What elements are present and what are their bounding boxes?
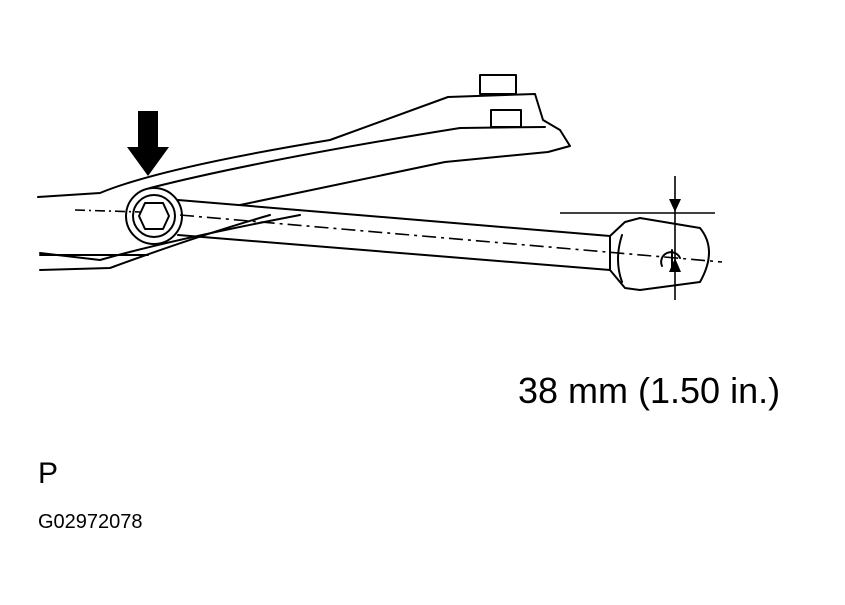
position-mark: P bbox=[38, 457, 59, 490]
down-arrow-icon bbox=[127, 111, 169, 176]
measurement-label: 38 mm (1.50 in.) bbox=[518, 370, 781, 411]
figure-code: G02972078 bbox=[38, 511, 143, 533]
dimension-arrows bbox=[669, 199, 681, 272]
bracket-body bbox=[37, 93, 571, 271]
reference-lines bbox=[74, 176, 723, 300]
adjusting-arm bbox=[177, 199, 710, 291]
bracket-studs bbox=[479, 74, 522, 128]
pivot-bushing bbox=[125, 187, 183, 245]
